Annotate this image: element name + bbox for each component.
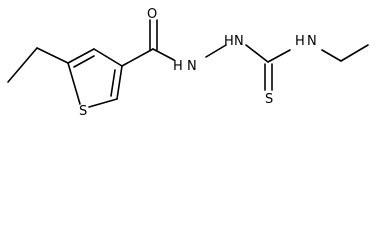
bond-ring-c3-c2-double <box>110 69 116 97</box>
bond-ring-c5-c4-double <box>73 55 95 68</box>
bond-ring-to-carbonyl <box>121 48 154 67</box>
bond-ch2-to-ch3 <box>340 44 369 62</box>
bond-ethyl-ch2-ring <box>36 47 69 64</box>
atom-hydrazine-nitrogen: N <box>234 34 244 49</box>
bond-nh-to-nh <box>205 44 227 58</box>
bond-n-to-ch2 <box>321 49 342 62</box>
atom-amine-hydrogen: H <box>295 34 305 49</box>
atom-thione-sulfur: S <box>265 92 273 107</box>
bond-ring-c4-c3 <box>93 48 123 67</box>
bond-thiocarbonyl-to-nh <box>267 49 291 63</box>
atom-hydrazine-hydrogen: H <box>224 34 234 49</box>
atom-thiophene-sulfur: S <box>79 104 87 119</box>
bond-nh-to-thiocarbonyl <box>245 44 269 63</box>
chemical-structure: O H N H N H N S S <box>7 7 369 119</box>
atom-amine-nitrogen: N <box>307 34 317 49</box>
bond-ring-c5-c4 <box>67 48 95 64</box>
bond-ring-s-c5 <box>67 62 81 105</box>
bond-ethyl-ch3-ch2 <box>7 47 38 83</box>
bond-ring-c3-c2 <box>116 65 123 100</box>
atom-hydrazide-hydrogen: H <box>173 59 183 74</box>
atom-hydrazide-nitrogen: N <box>187 59 197 74</box>
bond-carbonyl-to-nh <box>152 48 175 61</box>
atom-carbonyl-oxygen: O <box>147 7 157 22</box>
bond-ring-c2-s <box>88 98 118 108</box>
